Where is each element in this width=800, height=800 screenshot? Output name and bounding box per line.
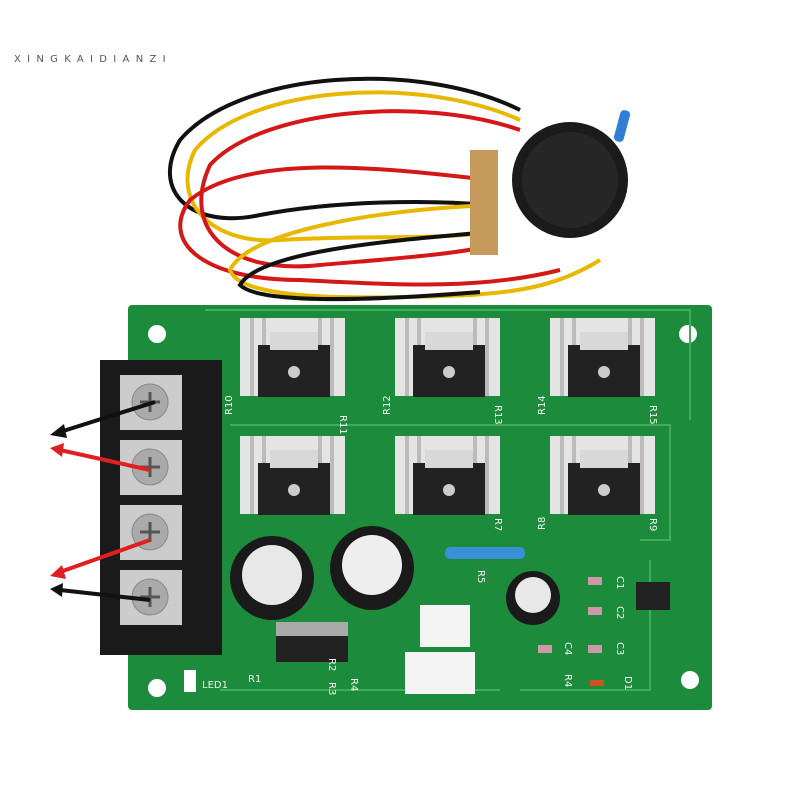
label-c1: C1 [614, 576, 625, 589]
label-c4: C4 [562, 642, 573, 655]
label-r4: R4 [348, 678, 359, 691]
knob-pointer [613, 110, 631, 142]
connector-3pin[interactable] [405, 652, 475, 694]
label-r3: R3 [326, 682, 337, 695]
label-d1: D1 [622, 676, 633, 690]
label-r9: R9 [647, 518, 658, 531]
label-r15: R15 [647, 405, 658, 425]
potentiometer-body [470, 150, 498, 255]
electrolytic-capacitors [230, 526, 560, 625]
label-c2: C2 [614, 606, 625, 619]
ic-chip [636, 582, 670, 610]
label-r4-second: R4 [562, 674, 573, 687]
label-r7: R7 [492, 518, 503, 531]
resistor-r5 [445, 547, 525, 559]
led1 [184, 670, 196, 692]
label-c3: C3 [614, 642, 625, 655]
silkscreen-labels: R10 R11 R12 R13 R14 R15 R7 R8 R9 LED1 R1… [202, 395, 658, 695]
heatsink-array [240, 318, 655, 515]
connector-2pin[interactable] [420, 605, 470, 647]
label-r10: R10 [224, 395, 235, 415]
wiring-arrows [50, 400, 156, 602]
label-r8: R8 [537, 517, 548, 530]
label-r11: R11 [337, 415, 348, 435]
wire-harness [167, 76, 602, 301]
label-led1: LED1 [202, 680, 228, 691]
watermark: XINGKAIDIANZI [14, 54, 172, 65]
label-r1: R1 [248, 674, 261, 685]
label-r12: R12 [382, 395, 393, 415]
label-r14: R14 [537, 395, 548, 415]
label-r5: R5 [475, 570, 486, 583]
label-r13: R13 [492, 405, 503, 425]
label-r2: R2 [326, 658, 337, 671]
diode-d1 [590, 680, 604, 686]
